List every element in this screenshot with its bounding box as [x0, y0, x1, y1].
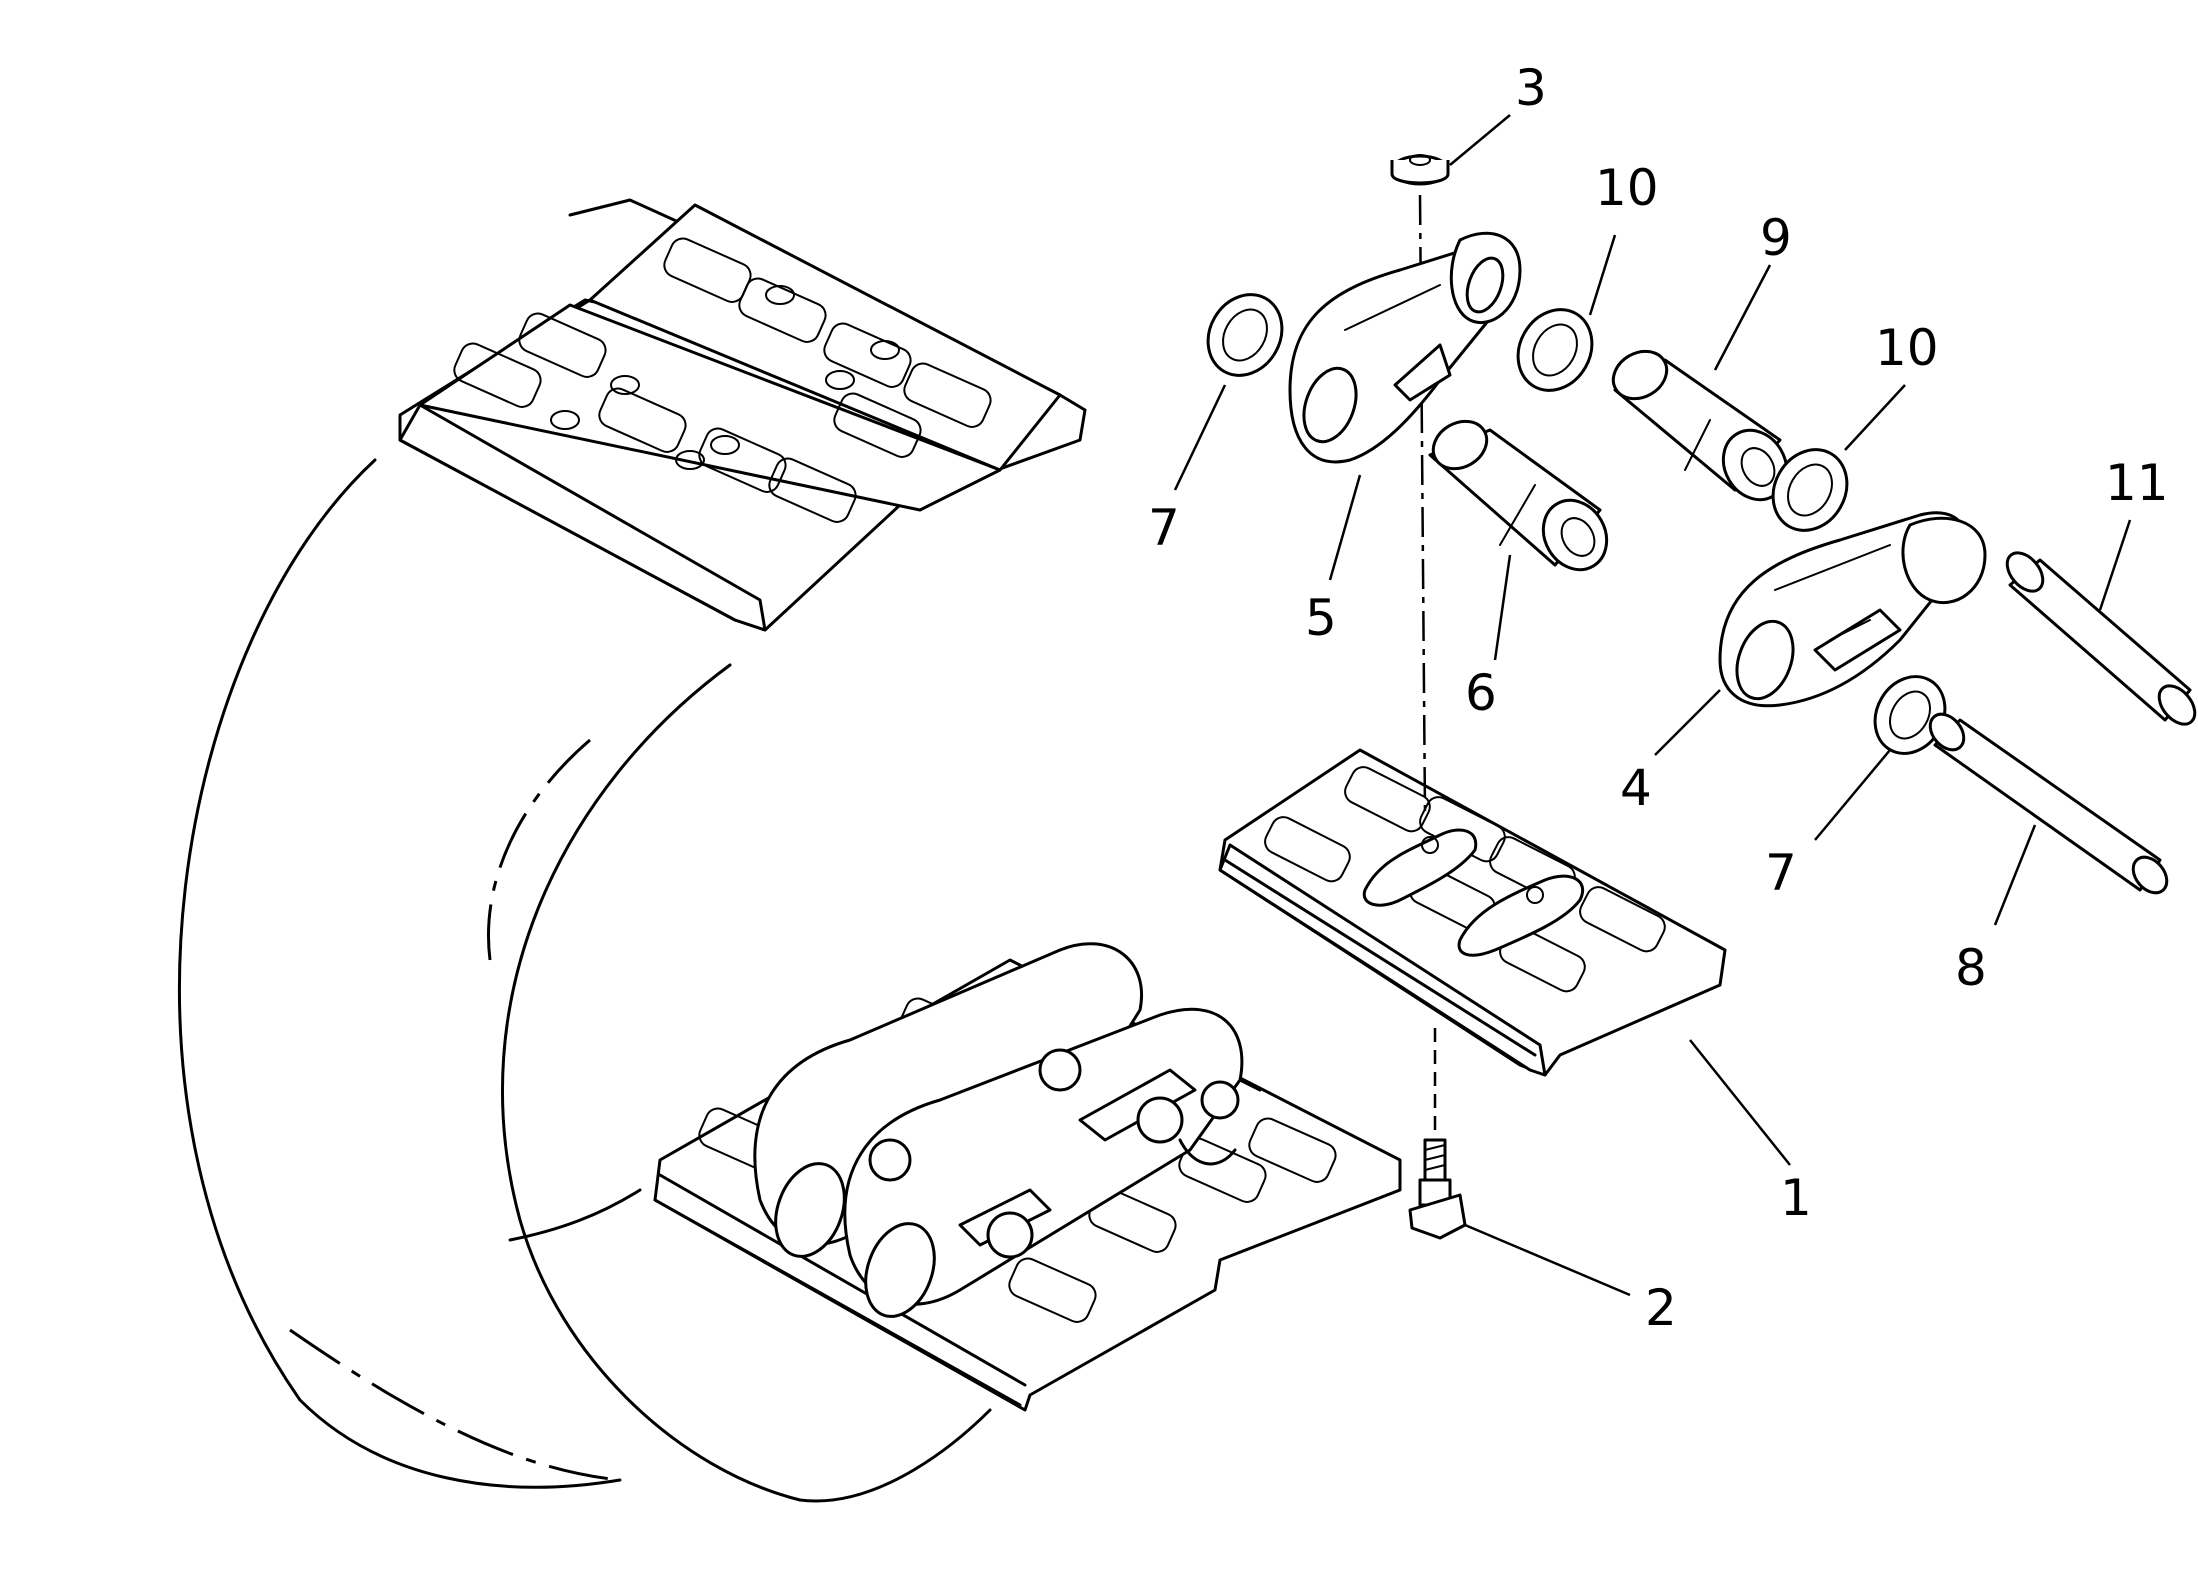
bushing-part-6: [1428, 419, 1609, 572]
pin-part-8: [1928, 712, 2169, 895]
callout-labels: 1 2 3 4 5 6 7 7 8 9 10 10 11: [1148, 59, 2169, 1337]
seal-part-7-upper: [1206, 293, 1284, 377]
callout-9: 9: [1760, 209, 1792, 267]
callout-4: 4: [1620, 759, 1652, 817]
link-part-4: [1718, 511, 1987, 708]
track-shoe-part-1: [1218, 748, 1727, 1077]
pin-part-11: [2005, 551, 2197, 726]
track-loop-outline: [178, 458, 992, 1503]
callout-10-right: 10: [1875, 319, 1939, 377]
callout-5: 5: [1305, 589, 1337, 647]
callout-10-left: 10: [1595, 159, 1659, 217]
seal-part-10-right: [1771, 448, 1849, 532]
callout-3: 3: [1515, 59, 1547, 117]
link-part-5: [1288, 231, 1522, 464]
callout-6: 6: [1465, 664, 1497, 722]
callout-7-lower: 7: [1765, 844, 1797, 902]
leader-lines: [1173, 114, 2132, 1297]
seal-part-10-left: [1516, 308, 1594, 392]
nut-part-3: [1390, 154, 1450, 816]
upper-track-shoe: [398, 198, 1087, 632]
callout-1: 1: [1780, 1169, 1812, 1227]
callout-2: 2: [1645, 1279, 1677, 1337]
bolt-part-2: [1408, 1020, 1467, 1240]
callout-8: 8: [1955, 939, 1987, 997]
callout-11: 11: [2105, 454, 2169, 512]
lower-track-assembly: [653, 942, 1402, 1412]
callout-7-upper: 7: [1148, 499, 1180, 557]
bushing-part-9: [1611, 349, 1789, 502]
